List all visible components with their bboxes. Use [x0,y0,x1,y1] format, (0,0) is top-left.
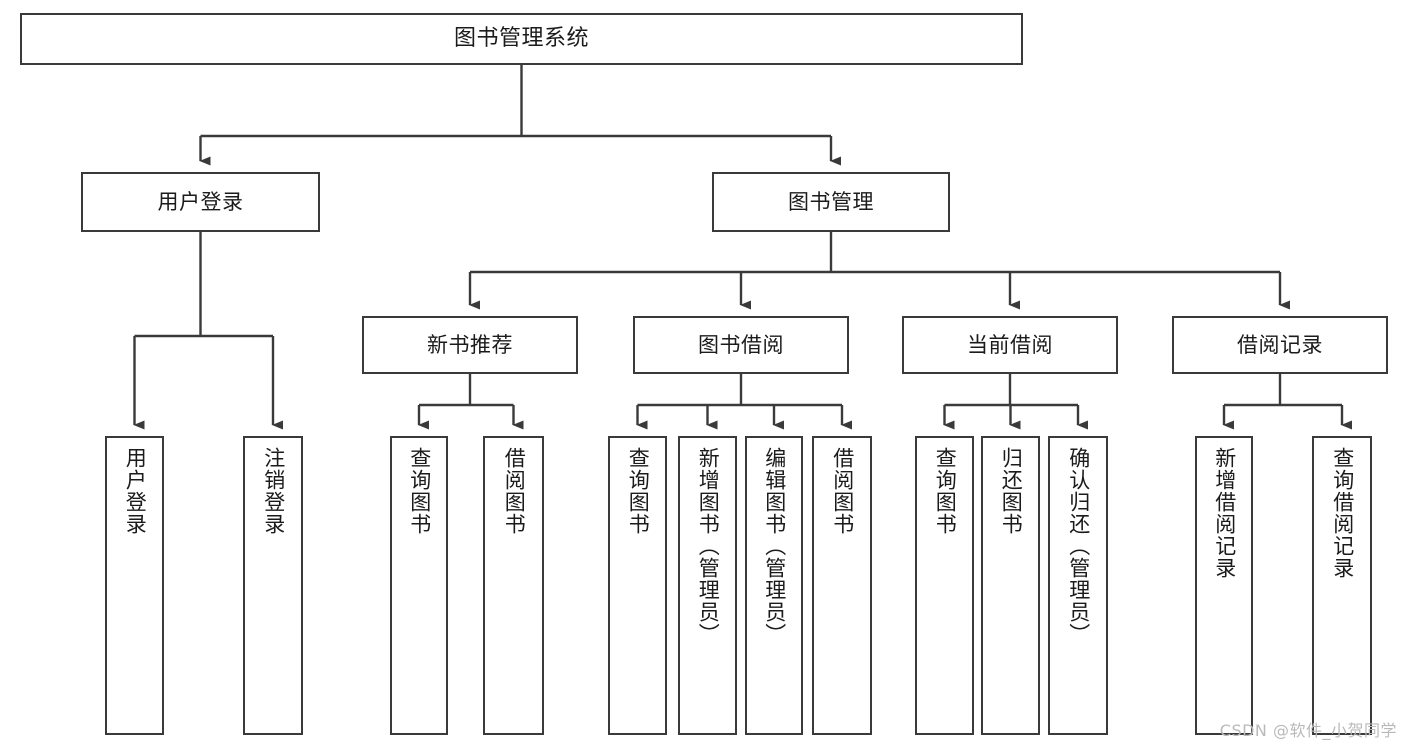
node-label: 新增借阅记录 [1212,447,1237,579]
node-leaf-return-book[interactable]: 归还图书 [981,436,1040,735]
node-label: 用户登录 [157,189,244,214]
node-label: 借阅记录 [1237,332,1323,357]
node-leaf-query-record[interactable]: 查询借阅记录 [1312,436,1372,735]
node-leaf-add-record[interactable]: 新增借阅记录 [1195,436,1253,735]
node-label: 借阅图书 [830,447,855,535]
node-leaf-user-login[interactable]: 用户登录 [105,436,164,735]
node-current-borrow[interactable]: 当前借阅 [902,316,1118,374]
node-leaf-query-book-1[interactable]: 查询图书 [390,436,448,735]
node-label: 用户登录 [123,447,148,535]
node-label: 归还图书 [999,447,1024,535]
node-new-book-rec[interactable]: 新书推荐 [362,316,578,374]
node-leaf-logout[interactable]: 注销登录 [243,436,303,735]
node-label: 查询借阅记录 [1330,447,1355,579]
node-book-manage[interactable]: 图书管理 [712,172,950,232]
node-label: 注销登录 [261,447,286,535]
node-label: 当前借阅 [967,332,1053,357]
node-leaf-query-book-2[interactable]: 查询图书 [608,436,667,735]
csdn-watermark: CSDN @软件_小贺同学 [1219,721,1397,740]
node-book-borrow[interactable]: 图书借阅 [633,316,849,374]
node-leaf-add-book[interactable]: 新增图书（管理员） [678,436,737,735]
node-root[interactable]: 图书管理系统 [20,13,1023,65]
node-borrow-record[interactable]: 借阅记录 [1172,316,1388,374]
node-label: 编辑图书（管理员） [762,447,787,645]
node-leaf-confirm-return[interactable]: 确认归还（管理员） [1048,436,1108,735]
node-label: 查询图书 [626,447,651,535]
node-label: 新书推荐 [427,332,513,357]
node-label: 查询图书 [933,447,958,535]
node-leaf-borrow-book-1[interactable]: 借阅图书 [483,436,544,735]
node-label: 查询图书 [407,447,432,535]
node-label: 确认归还（管理员） [1066,447,1091,645]
node-leaf-query-book-3[interactable]: 查询图书 [915,436,974,735]
node-leaf-edit-book[interactable]: 编辑图书（管理员） [745,436,803,735]
node-label: 借阅图书 [502,447,527,535]
node-label: 图书管理 [788,189,874,214]
node-leaf-borrow-book-2[interactable]: 借阅图书 [812,436,872,735]
node-label: 新增图书（管理员） [696,447,721,645]
node-label: 图书管理系统 [453,26,589,52]
node-label: 图书借阅 [698,332,784,357]
node-user-login[interactable]: 用户登录 [81,172,320,232]
